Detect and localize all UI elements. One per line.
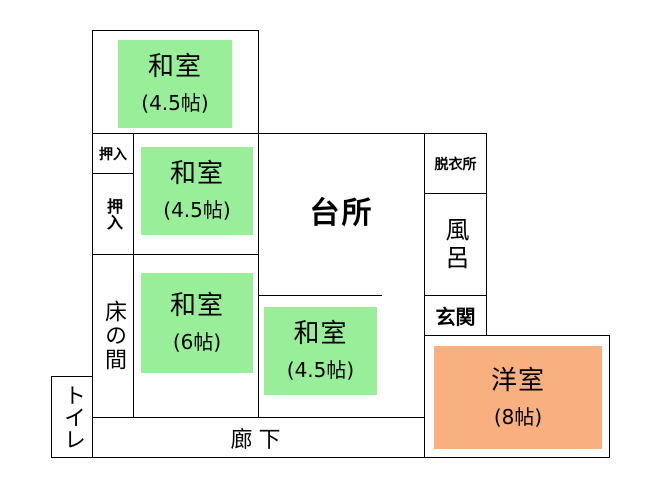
daidokoro-label: 台所 <box>309 196 374 231</box>
room-washitsu-mid: 和室 (4.5帖) <box>141 147 253 235</box>
room-name: 洋室 <box>490 365 545 396</box>
room-washitsu-6: 和室 (6帖) <box>141 273 253 373</box>
tokonoma-label: 床の間 <box>101 300 126 372</box>
genkan-cell <box>424 295 487 336</box>
furo-cell <box>424 193 487 296</box>
rouka-label: 廊下 <box>230 427 287 453</box>
room-size: (4.5帖) <box>141 91 209 115</box>
datsuijo-label: 脱衣所 <box>434 156 477 173</box>
room-size: (6帖) <box>172 330 222 354</box>
oshiire-small-cell <box>92 133 134 174</box>
toilet-cell <box>51 376 93 458</box>
room-name: 和室 <box>293 319 348 349</box>
room-name: 和室 <box>169 291 224 321</box>
daidokoro-cell <box>258 133 425 296</box>
room-name: 和室 <box>147 52 202 82</box>
oshiire-small-label: 押入 <box>99 146 127 163</box>
oshiire-label: 押入 <box>104 198 123 230</box>
room-washitsu-right: 和室 (4.5帖) <box>264 307 377 395</box>
room-washitsu-top: 和室 (4.5帖) <box>118 40 232 128</box>
room-size: (4.5帖) <box>163 198 231 222</box>
room-size: (4.5帖) <box>286 358 355 382</box>
toilet-label: トイレ <box>60 384 85 450</box>
furo-label: 風呂 <box>441 216 469 273</box>
rouka-cell <box>92 417 425 458</box>
hallway-strip <box>382 295 425 418</box>
room-name: 和室 <box>169 159 224 189</box>
room-youshitsu: 洋室 (8帖) <box>434 346 602 449</box>
room-size: (8帖) <box>493 404 543 429</box>
genkan-label: 玄関 <box>435 305 476 329</box>
datsuijo-cell <box>424 133 487 194</box>
